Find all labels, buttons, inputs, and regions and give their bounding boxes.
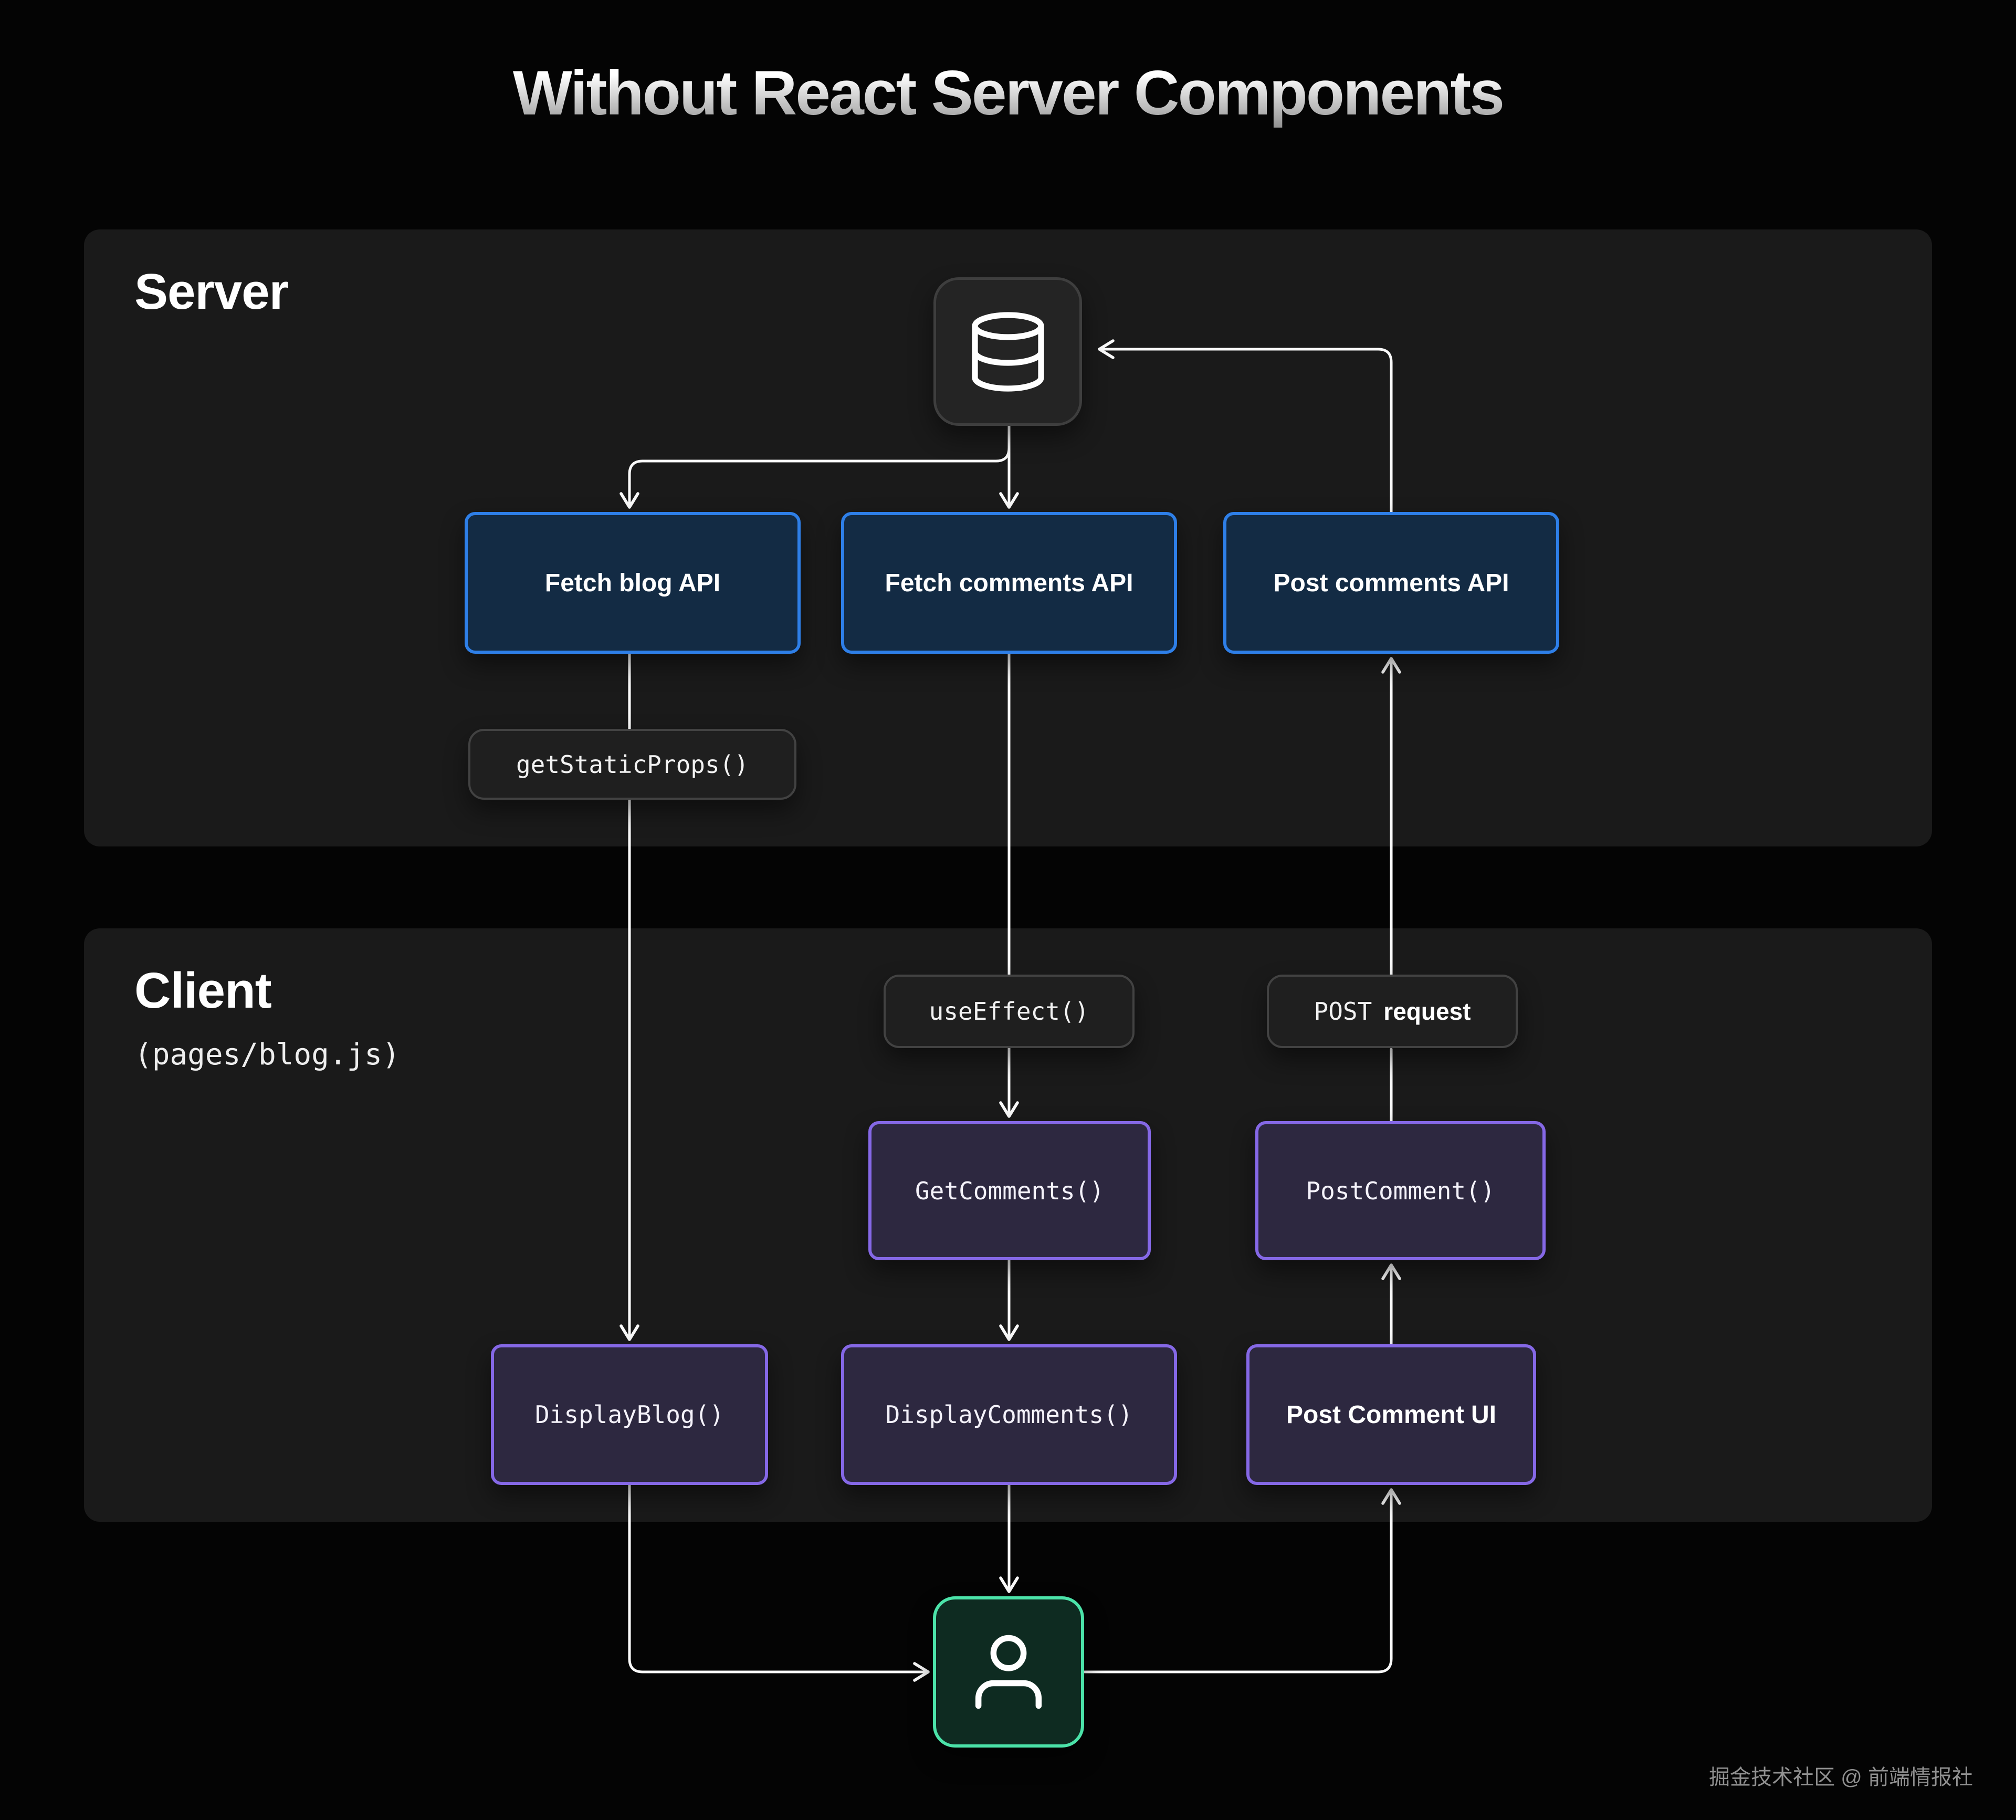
user-icon [963, 1627, 1054, 1717]
post-request-mono: POST [1314, 997, 1372, 1026]
post-request-pill: POST request [1267, 975, 1518, 1048]
post-comments-api-box: Post comments API [1223, 512, 1559, 654]
server-panel-label: Server [134, 264, 289, 320]
user-node [933, 1596, 1084, 1748]
getcomments-box: GetComments() [868, 1121, 1151, 1260]
post-comments-api-label: Post comments API [1273, 569, 1509, 597]
postcomment-box: PostComment() [1255, 1121, 1546, 1260]
displaycomments-box: DisplayComments() [841, 1344, 1177, 1485]
fetch-comments-api-box: Fetch comments API [841, 512, 1177, 654]
displaycomments-label: DisplayComments() [885, 1400, 1133, 1429]
post-comment-ui-box: Post Comment UI [1246, 1344, 1536, 1485]
useeffect-pill: useEffect() [884, 975, 1135, 1048]
database-node [933, 277, 1082, 426]
post-request-bold: request [1383, 998, 1471, 1025]
database-icon [964, 308, 1052, 396]
wire-post-comments-to-db [1098, 339, 1393, 514]
watermark: 掘金技术社区 @ 前端情报社 [1709, 1766, 1973, 1789]
diagram-title: Without React Server Components [0, 57, 2016, 129]
post-comment-ui-label: Post Comment UI [1286, 1400, 1497, 1429]
getstaticprops-label: getStaticProps() [516, 750, 749, 779]
wire-user-to-postcommentui [1083, 1488, 1401, 1673]
getstaticprops-pill: getStaticProps() [468, 729, 796, 800]
wire-db-to-fetch-blog [620, 424, 1011, 509]
client-panel-label: Client [134, 963, 272, 1019]
displayblog-box: DisplayBlog() [491, 1344, 768, 1485]
useeffect-label: useEffect() [929, 997, 1089, 1026]
fetch-comments-api-label: Fetch comments API [885, 569, 1133, 597]
postcomment-label: PostComment() [1306, 1176, 1495, 1205]
displayblog-label: DisplayBlog() [534, 1400, 724, 1429]
client-panel-sublabel: (pages/blog.js) [134, 1038, 400, 1072]
wire-displayblog-to-user [628, 1483, 930, 1682]
fetch-blog-api-label: Fetch blog API [544, 569, 721, 597]
fetch-blog-api-box: Fetch blog API [465, 512, 801, 654]
getcomments-label: GetComments() [915, 1176, 1105, 1205]
